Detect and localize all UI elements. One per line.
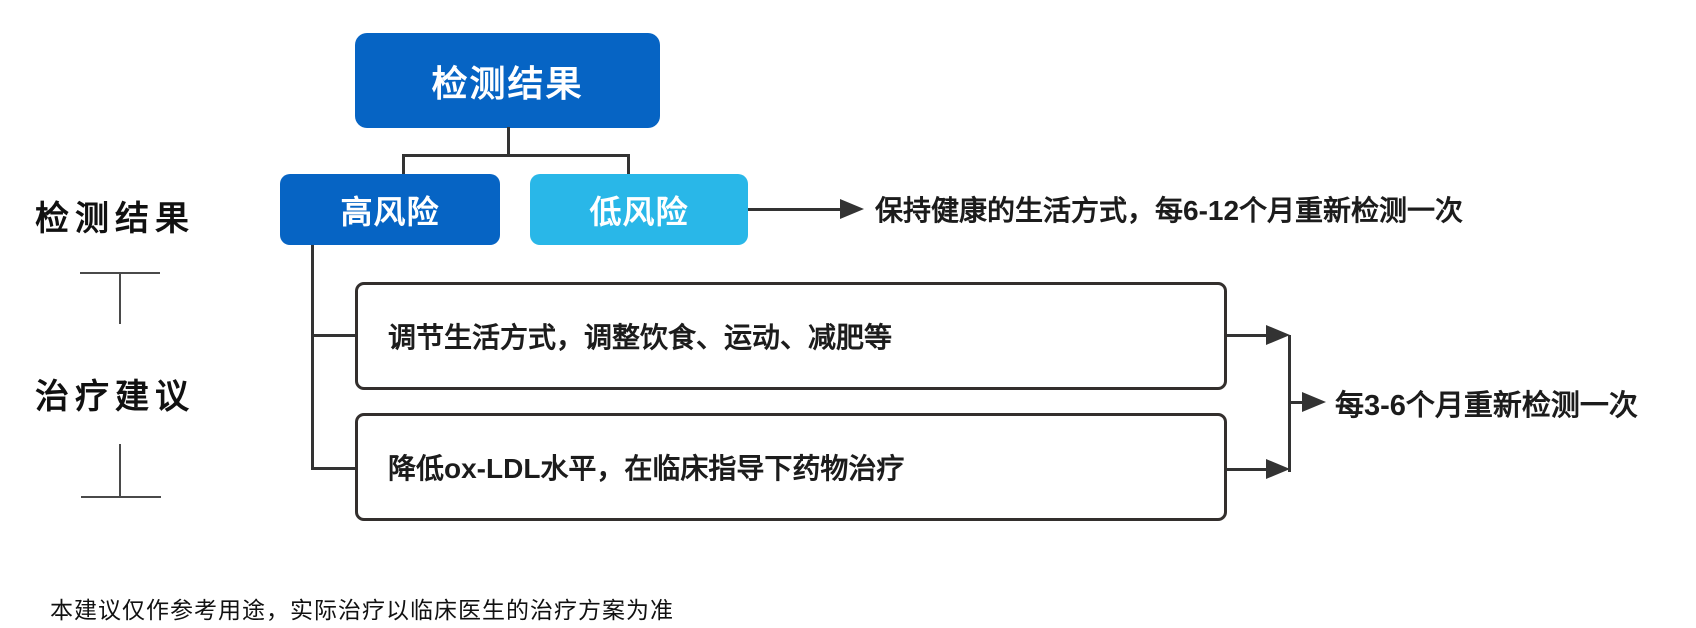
arrowhead-treat1-icon bbox=[1266, 325, 1290, 345]
treatment-medication-label: 降低ox-LDL水平，在临床指导下药物治疗 bbox=[388, 453, 905, 484]
divider-bottom-bar bbox=[81, 496, 161, 498]
arrowhead-treat2-icon bbox=[1266, 459, 1290, 479]
section-label-detection: 检测结果 bbox=[35, 200, 195, 238]
connector-branch-left bbox=[402, 154, 405, 176]
connector-branch-right bbox=[627, 154, 630, 176]
annotation-low-risk-followup: 保持健康的生活方式，每6-12个月重新检测一次 bbox=[875, 195, 1464, 226]
connector-treat1-stub bbox=[311, 334, 357, 337]
connector-treat2-elbow bbox=[311, 467, 357, 470]
disclaimer-note: 本建议仅作参考用途，实际治疗以临床医生的治疗方案为准 bbox=[50, 597, 674, 623]
node-treatment-lifestyle: 调节生活方式，调整饮食、运动、减肥等 bbox=[355, 282, 1227, 390]
connector-root-stem bbox=[507, 127, 510, 157]
arrow-treat1-line bbox=[1227, 334, 1269, 337]
arrow-low-risk-line bbox=[748, 208, 845, 211]
divider-top-stem bbox=[119, 272, 121, 324]
section-label-treatment: 治疗建议 bbox=[35, 378, 195, 416]
node-test-result: 检测结果 bbox=[355, 33, 660, 128]
node-low-risk: 低风险 bbox=[530, 174, 748, 245]
divider-bottom-stem bbox=[119, 444, 121, 498]
arrowhead-low-risk-icon bbox=[840, 199, 864, 219]
treatment-lifestyle-label: 调节生活方式，调整饮食、运动、减肥等 bbox=[388, 322, 893, 353]
node-high-risk: 高风险 bbox=[280, 174, 500, 245]
connector-branch-horizontal bbox=[402, 154, 630, 157]
annotation-high-risk-followup: 每3-6个月重新检测一次 bbox=[1335, 390, 1638, 422]
arrow-treat2-line bbox=[1227, 468, 1269, 471]
node-treatment-medication: 降低ox-LDL水平，在临床指导下药物治疗 bbox=[355, 413, 1227, 521]
arrowhead-followup-icon bbox=[1302, 392, 1326, 412]
connector-highrisk-drop bbox=[311, 245, 314, 470]
arrow-followup-line bbox=[1288, 401, 1305, 404]
